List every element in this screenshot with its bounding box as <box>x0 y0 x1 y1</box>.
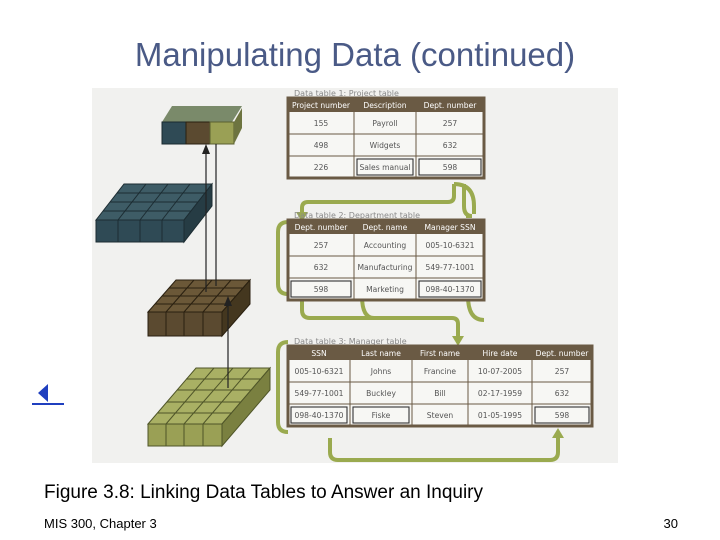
figure-caption: Figure 3.8: Linking Data Tables to Answe… <box>44 482 484 503</box>
table-cell: 005-10-6321 <box>295 367 344 376</box>
table-cell: 10-07-2005 <box>478 367 522 376</box>
table-header-cell: Description <box>363 101 406 110</box>
linked-cell-highlight <box>352 406 410 424</box>
back-nav-button[interactable] <box>30 382 64 406</box>
table-cell: Payroll <box>372 119 397 128</box>
triangle-left-icon <box>38 384 48 402</box>
table-cell: 632 <box>555 389 570 398</box>
slide-title: Manipulating Data (continued) <box>134 36 576 73</box>
table-cell: Widgets <box>370 141 401 150</box>
table-cell: Marketing <box>366 285 404 294</box>
table-cell: Sales manual <box>359 163 410 172</box>
data-table-title: Data table 1: Project table <box>294 89 399 98</box>
cube-grid-teal <box>94 182 214 244</box>
table-cell: 01-05-1995 <box>478 411 522 420</box>
data-table-title: Data table 2: Department table <box>294 211 420 220</box>
table-cell: 02-17-1959 <box>478 389 522 398</box>
table-cell: 257 <box>555 367 570 376</box>
table-cell: 632 <box>443 141 458 150</box>
cube-bar-top <box>161 106 242 145</box>
table-cell: Steven <box>427 411 454 420</box>
table-cell: 257 <box>314 241 329 250</box>
page-number: 30 <box>663 516 678 531</box>
table-cell: 549-77-1001 <box>426 263 475 272</box>
linked-cell-highlight <box>418 280 482 298</box>
linked-cell-highlight <box>534 406 590 424</box>
table-cell: 498 <box>314 141 329 150</box>
table-header-cell: First name <box>420 349 460 358</box>
table-cell: Johns <box>370 367 392 376</box>
table-header-bg <box>288 98 484 112</box>
table-cell: 598 <box>314 285 329 294</box>
table-header-cell: Last name <box>361 349 401 358</box>
table-cell: Manufacturing <box>358 263 413 272</box>
table-cell: 226 <box>314 163 329 172</box>
table-cell: Accounting <box>364 241 407 250</box>
table-cell: Francine <box>424 367 457 376</box>
table-cell: 632 <box>314 263 329 272</box>
table-header-cell: Hire date <box>483 349 518 358</box>
link-arrows <box>300 182 560 462</box>
table-cell: 257 <box>443 119 458 128</box>
table-cell: 155 <box>314 119 329 128</box>
table-cell: Bill <box>434 389 446 398</box>
table-header-cell: SSN <box>311 349 326 358</box>
table-header-cell: Dept. number <box>536 349 590 358</box>
data-table-title: Data table 3: Manager table <box>294 337 407 346</box>
table-cell: Buckley <box>366 389 396 398</box>
table-header-cell: Project number <box>292 101 351 110</box>
linked-cell-highlight <box>290 280 352 298</box>
linked-cell-highlight <box>290 406 348 424</box>
table-header-bg <box>288 220 484 234</box>
table-header-cell: Dept. name <box>363 223 408 232</box>
table-cell: 005-10-6321 <box>426 241 475 250</box>
table-cell: 098-40-1370 <box>295 411 344 420</box>
linked-cell-highlight <box>356 158 414 176</box>
cube-grid-olive <box>146 366 272 448</box>
linked-cell-highlight <box>418 158 482 176</box>
table-cell: 098-40-1370 <box>426 285 475 294</box>
table-header-cell: Dept. number <box>295 223 349 232</box>
table-cell: 598 <box>555 411 570 420</box>
table-cell: 598 <box>443 163 458 172</box>
footer-course-label: MIS 300, Chapter 3 <box>44 516 157 531</box>
link-underline <box>32 403 64 405</box>
table-header-cell: Manager SSN <box>424 223 475 232</box>
link-arrowheads <box>296 212 564 438</box>
cube-connector-lines <box>202 144 232 388</box>
table-header-cell: Dept. number <box>424 101 478 110</box>
table-cell: Fiske <box>372 411 391 420</box>
table-cell: 549-77-1001 <box>295 389 344 398</box>
table-header-bg <box>288 346 592 360</box>
cube-grid-brown <box>146 278 252 338</box>
